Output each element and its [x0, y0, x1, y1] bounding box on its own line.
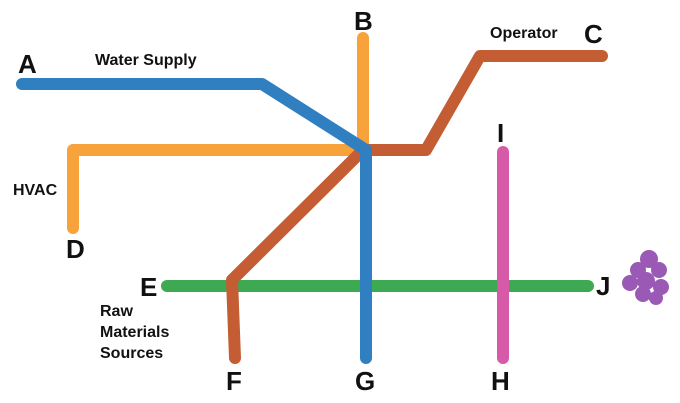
node-label-b: B: [354, 6, 373, 36]
particle: [653, 279, 669, 295]
particle: [635, 286, 651, 302]
node-label-h: H: [491, 366, 510, 396]
node-label-c: C: [584, 19, 603, 49]
operator-label: Operator: [490, 25, 558, 42]
raw-materials-sources-label: Raw Materials Sources: [100, 303, 170, 363]
node-label-a: A: [18, 49, 37, 79]
orange-path-hub-to-d: [67, 144, 369, 234]
particle: [649, 291, 663, 305]
node-label-g: G: [355, 366, 376, 396]
water-supply-label: Water Supply: [95, 52, 197, 69]
hvac-label: HVAC: [13, 182, 58, 199]
node-label-j: J: [596, 271, 611, 301]
blue-path-a-to-g: [16, 78, 372, 364]
node-label-i: I: [497, 118, 505, 148]
particle: [622, 275, 638, 291]
particle: [651, 262, 667, 278]
rust-path-c-to-f: [226, 50, 608, 364]
purple-particle-cluster-icon: [622, 250, 669, 305]
particle: [640, 250, 658, 268]
node-label-f: F: [226, 366, 242, 396]
node-label-d: D: [66, 234, 85, 264]
particle: [637, 272, 655, 290]
node-label-e: E: [140, 272, 158, 302]
